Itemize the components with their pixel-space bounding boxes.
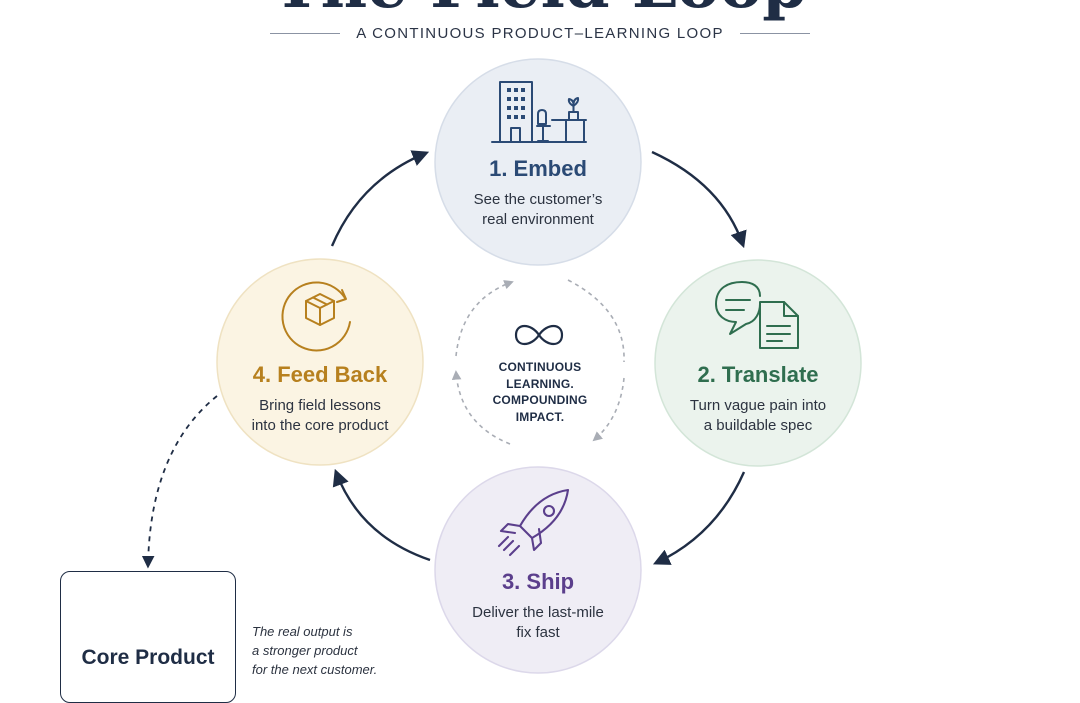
subtitle-rule-left: [270, 32, 341, 34]
stage-feedback: 4. Feed Back Bring field lessons into th…: [220, 362, 420, 436]
stage-ship-name: 3. Ship: [501, 569, 575, 594]
stage-ship-desc: Deliver the last-mile fix fast: [472, 604, 604, 641]
subtitle-row: A CONTINUOUS PRODUCT–LEARNING LOOP: [0, 22, 1080, 44]
core-product-label: Core Product: [81, 646, 215, 669]
stage-embed-desc: See the customer’s real environment: [473, 191, 603, 228]
translate-circle: [654, 259, 862, 467]
ship-circle: [434, 466, 642, 674]
arrow-ship-to-feedback: [332, 468, 431, 562]
diagram-subtitle: A CONTINUOUS PRODUCT–LEARNING LOOP: [356, 24, 724, 42]
inner-cycle-bottom-right: [592, 377, 625, 442]
subtitle-rule-right: [739, 32, 810, 34]
core-product-note: The real output is a stronger product fo…: [252, 624, 378, 677]
arrow-feedback-to-embed: [330, 150, 430, 247]
inner-cycle-top-right: [567, 279, 625, 363]
office-building-desk-icon: [491, 81, 587, 143]
diagram-title: The Field Loop: [0, 0, 1080, 18]
center-message: CONTINUOUS LEARNING. COMPOUNDING IMPACT.: [492, 360, 588, 424]
arrow-translate-to-ship: [652, 471, 746, 565]
stage-feedback-desc: Bring field lessons into the core produc…: [251, 397, 389, 434]
arrow-feedback-to-core: [141, 395, 218, 569]
chat-document-icon: [715, 281, 799, 349]
core-product-box: [60, 571, 236, 703]
stage-embed: 1. Embed See the customer’s real environ…: [438, 156, 638, 230]
stage-ship: 3. Ship Deliver the last-mile fix fast: [438, 569, 638, 643]
stage-translate-desc: Turn vague pain into a buildable spec: [689, 397, 827, 434]
infinity-icon: [514, 324, 564, 346]
box-cycle-icon: [281, 281, 351, 352]
embed-circle: [434, 58, 642, 266]
stage-embed-name: 1. Embed: [489, 156, 587, 181]
loop-diagram: [124, 58, 862, 674]
stage-translate-name: 2. Translate: [697, 362, 819, 387]
stage-feedback-name: 4. Feed Back: [252, 362, 388, 387]
arrow-embed-to-translate: [651, 150, 747, 249]
feedback-circle: [216, 258, 424, 466]
inner-cycle-bottom-left: [451, 370, 511, 445]
inner-cycle-top-left: [455, 280, 514, 357]
stage-translate: 2. Translate Turn vague pain into a buil…: [658, 362, 858, 436]
rocket-icon: [497, 488, 570, 557]
